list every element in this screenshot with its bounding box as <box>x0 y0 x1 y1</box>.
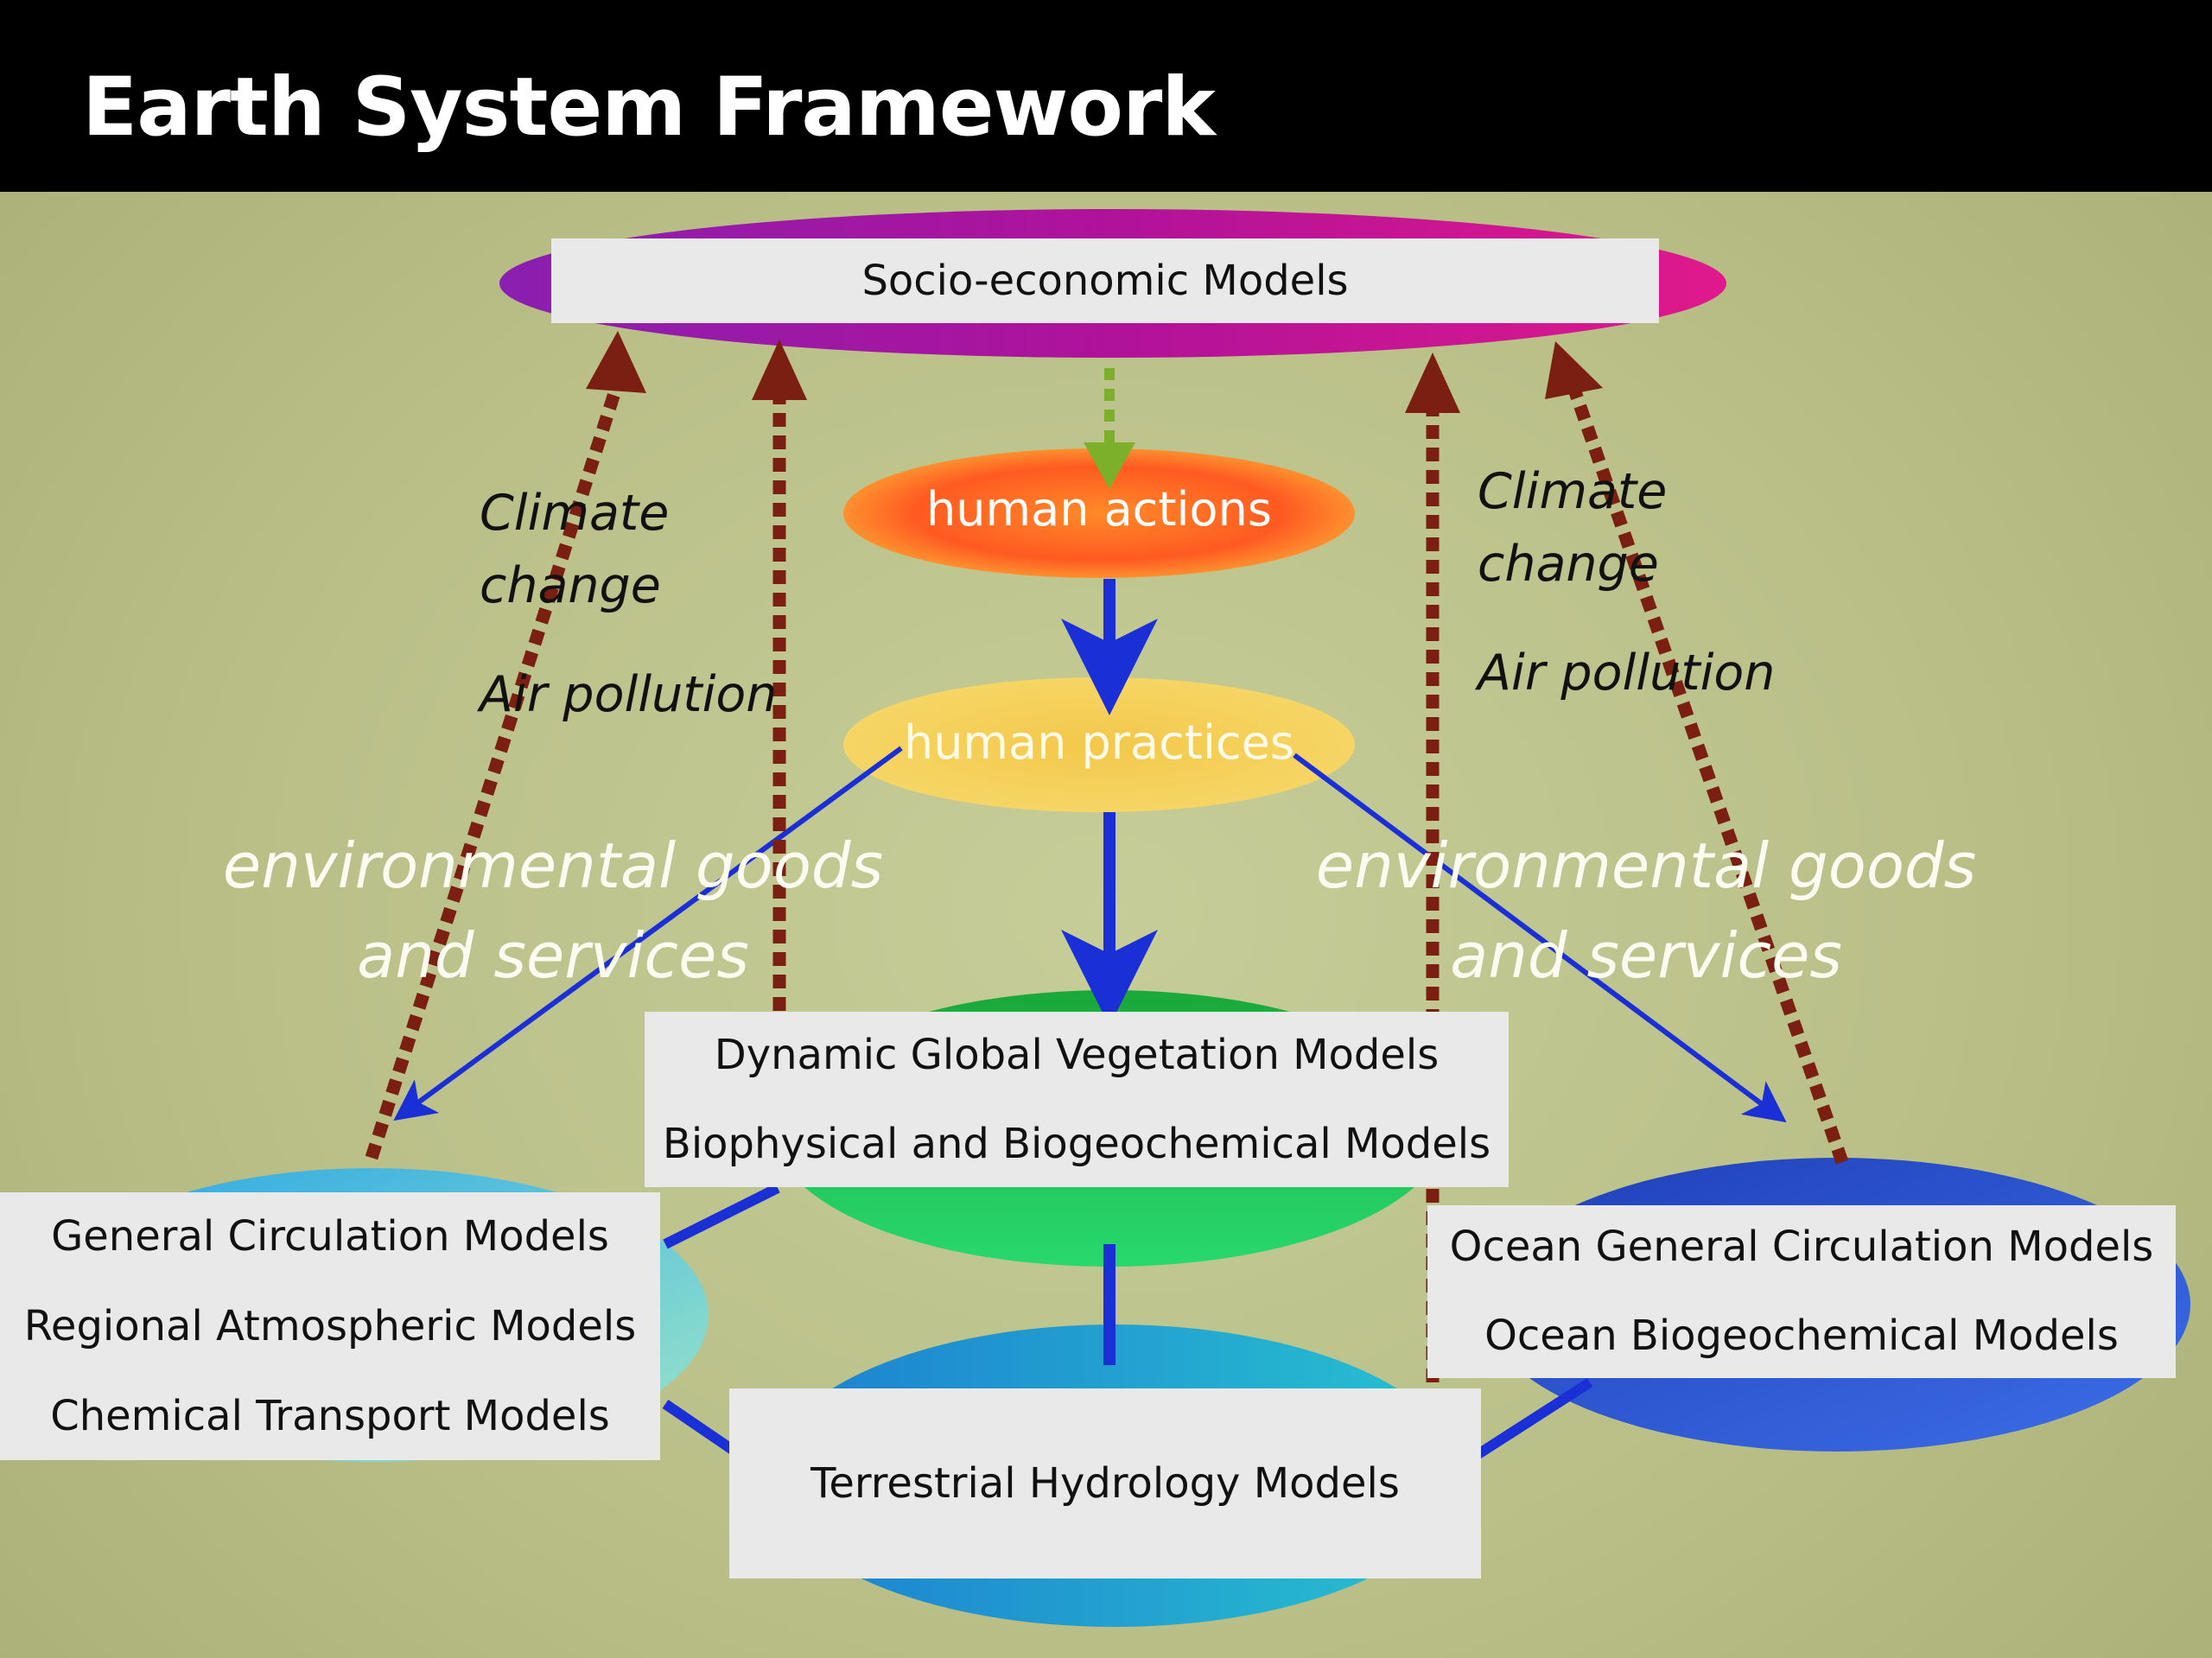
env-services-right: environmental goods and services <box>1309 821 1983 1001</box>
human-practices-ellipse <box>843 677 1355 812</box>
vegetation-models-box: Dynamic Global Vegetation Models Biophys… <box>645 1012 1509 1187</box>
annotation-left: Climate change Air pollution <box>480 477 777 731</box>
ocean-model-2: Ocean Biogeochemical Models <box>1484 1312 2119 1360</box>
human-actions-ellipse <box>843 448 1355 578</box>
socio-to-actions-arrowhead <box>1084 442 1135 489</box>
env-left-line-2: and services <box>357 919 749 992</box>
feedback-arrowhead-1 <box>586 331 646 393</box>
env-left-line-1: environmental goods <box>222 829 884 902</box>
feedback-arrowhead-2 <box>752 340 807 400</box>
env-right-line-2: and services <box>1450 919 1842 992</box>
annotation-right-climate: Climate <box>1478 463 1668 520</box>
human-actions-label: human actions <box>926 482 1272 537</box>
atmosphere-models-box: General Circulation Models Regional Atmo… <box>0 1192 660 1460</box>
human-practices-label: human practices <box>903 715 1294 770</box>
vegetation-model-2: Biophysical and Biogeochemical Models <box>662 1119 1491 1168</box>
ocean-model-1: Ocean General Circulation Models <box>1449 1223 2154 1271</box>
atmosphere-model-2: Regional Atmospheric Models <box>23 1302 637 1350</box>
slide-title: Earth System Framework <box>82 60 1216 155</box>
ocean-hydro-connector <box>1465 1377 1593 1465</box>
hydrology-model-label: Terrestrial Hydrology Models <box>810 1459 1400 1508</box>
feedback-arrowhead-3 <box>1405 353 1460 413</box>
annotation-left-change: change <box>480 557 661 614</box>
env-right-line-1: environmental goods <box>1315 829 1977 902</box>
atmosphere-model-1: General Circulation Models <box>51 1212 609 1261</box>
annotation-right-air-pollution: Air pollution <box>1478 645 1776 702</box>
atmosphere-model-3: Chemical Transport Models <box>50 1392 610 1440</box>
env-services-left: environmental goods and services <box>216 821 890 1001</box>
socio-economic-label: Socio-economic Models <box>861 257 1349 305</box>
annotation-left-air-pollution: Air pollution <box>480 666 778 723</box>
title-bar: Earth System Framework <box>0 0 2212 192</box>
practices-to-atmosphere-arrow <box>393 746 903 1121</box>
vegetation-model-1: Dynamic Global Vegetation Models <box>714 1030 1440 1079</box>
feedback-arrow-ocean <box>1566 382 1849 1165</box>
practices-to-ocean-arrow <box>1293 753 1787 1123</box>
socio-economic-box: Socio-economic Models <box>551 238 1659 323</box>
feedback-arrowhead-4 <box>1545 341 1603 399</box>
annotation-left-climate: Climate <box>480 485 670 542</box>
ocean-models-box: Ocean General Circulation Models Ocean B… <box>1427 1205 2176 1378</box>
annotation-right-change: change <box>1478 536 1659 593</box>
hydrology-models-box: Terrestrial Hydrology Models <box>729 1388 1481 1579</box>
atmos-veg-connector <box>663 1183 780 1249</box>
annotation-right: Climate change Air pollution <box>1478 455 1775 709</box>
